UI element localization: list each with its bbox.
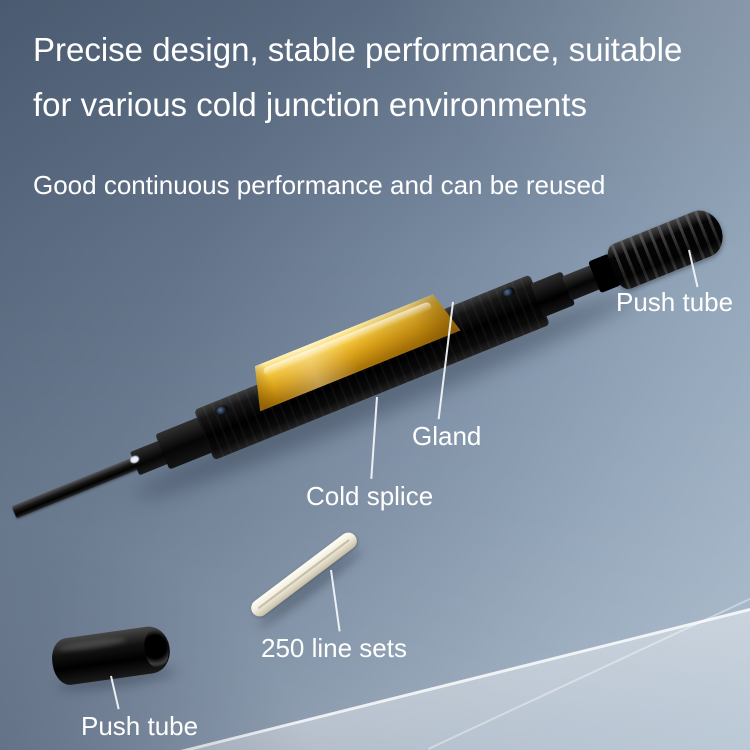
label-gland: Gland bbox=[412, 421, 482, 451]
bottom-left-shadow bbox=[0, 490, 360, 750]
headline: Precise design, stable performance, suit… bbox=[33, 22, 682, 132]
label-push-tube-bottom: Push tube bbox=[81, 711, 199, 741]
subtitle: Good continuous performance and can be r… bbox=[33, 170, 606, 200]
label-line-sets: 250 line sets bbox=[261, 633, 407, 663]
headline-line-2: for various cold junction environments bbox=[33, 86, 587, 123]
label-push-tube-top: Push tube bbox=[616, 287, 734, 317]
headline-line-1: Precise design, stable performance, suit… bbox=[33, 31, 683, 68]
label-cold-splice: Cold splice bbox=[306, 481, 434, 511]
